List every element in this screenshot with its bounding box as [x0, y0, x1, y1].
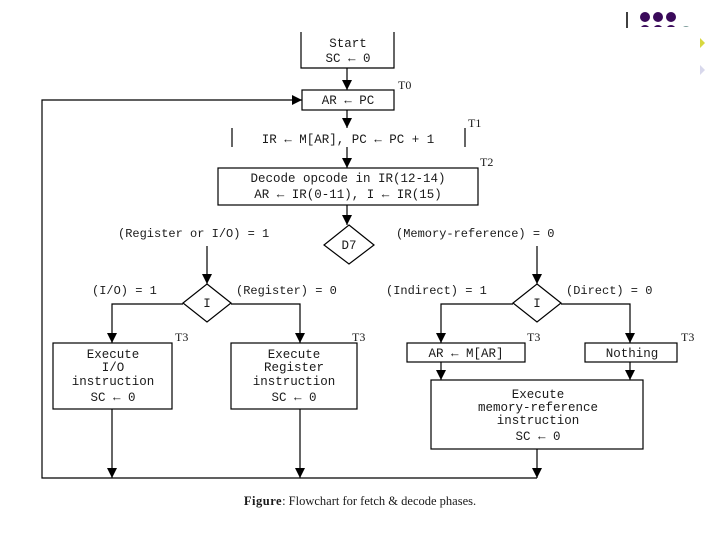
direct-t3-label: T3: [681, 330, 694, 344]
slide-decoration: [626, 12, 705, 75]
t2-text-line2: AR ← IR(0-11), I ← IR(15): [254, 188, 442, 202]
loop-back-line: [41, 95, 537, 479]
right-i-diamond: [512, 283, 562, 323]
exec-mem-line2: memory-reference: [478, 401, 598, 415]
right-i-right-condition: (Direct) = 0: [566, 284, 652, 298]
decoration-dot: [640, 12, 650, 22]
d7-right-condition: (Memory-reference) = 0: [396, 227, 554, 241]
left-i-text: I: [203, 297, 211, 311]
left-i-right-condition: (Register) = 0: [236, 284, 337, 298]
t0-label: T0: [398, 78, 411, 92]
t1-label: T1: [468, 116, 481, 130]
caption-prefix: Figure: [243, 494, 283, 508]
indirect-t3-label: T3: [527, 330, 540, 344]
exec-io-t3-label: T3: [175, 330, 188, 344]
t2-text-line1: Decode opcode in IR(12-14): [250, 172, 445, 186]
exec-io-line2: I/O: [102, 361, 125, 375]
exec-mem-line3: instruction: [497, 414, 580, 428]
decoration-dots: [630, 12, 700, 39]
direct-box: [584, 342, 678, 363]
t2-label: T2: [480, 155, 493, 169]
exec-io-line4: SC ← 0: [90, 391, 135, 405]
exec-reg-line4: SC ← 0: [271, 391, 316, 405]
indirect-box: [406, 342, 526, 363]
right-i-text: I: [533, 297, 541, 311]
direct-text: Nothing: [606, 347, 659, 361]
arrow-direct-branch: [561, 303, 635, 343]
caption-text: : Flowchart for fetch & decode phases.: [282, 494, 477, 508]
start-sc-text: SC ← 0: [325, 52, 370, 66]
right-i-left-condition: (Indirect) = 1: [386, 284, 487, 298]
arrow-io-branch: [107, 303, 183, 343]
decoration-dot: [666, 12, 676, 22]
d7-text: D7: [341, 239, 356, 253]
start-text: Start: [329, 37, 367, 51]
t1-text: IR ← M[AR], PC ← PC + 1: [262, 133, 435, 147]
d7-left-condition: (Register or I/O) = 1: [118, 227, 269, 241]
exec-io-line1: Execute: [87, 348, 140, 362]
exec-reg-line1: Execute: [268, 348, 321, 362]
exec-reg-line3: instruction: [253, 375, 336, 389]
exec-reg-line2: Register: [264, 361, 324, 375]
left-i-left-condition: (I/O) = 1: [92, 284, 157, 298]
arrow-register-branch: [231, 303, 305, 343]
arrow-indirect-branch: [436, 303, 513, 343]
t2-box: [217, 167, 479, 206]
t0-text: AR ← PC: [322, 94, 375, 108]
decoration-dot: [653, 12, 663, 22]
left-i-diamond: [182, 283, 232, 323]
figure-caption: Figure: Flowchart for fetch & decode pha…: [0, 494, 720, 509]
exec-mem-line1: Execute: [512, 388, 565, 402]
decoration-triangle-yellow: [700, 38, 705, 48]
exec-reg-box: [230, 342, 358, 410]
decoration-triangle-lavender: [700, 65, 705, 75]
exec-io-line3: instruction: [72, 375, 155, 389]
exec-reg-t3-label: T3: [352, 330, 365, 344]
d7-diamond: [323, 224, 375, 265]
exec-mem-line4: SC ← 0: [515, 430, 560, 444]
indirect-text: AR ← M[AR]: [428, 347, 503, 361]
